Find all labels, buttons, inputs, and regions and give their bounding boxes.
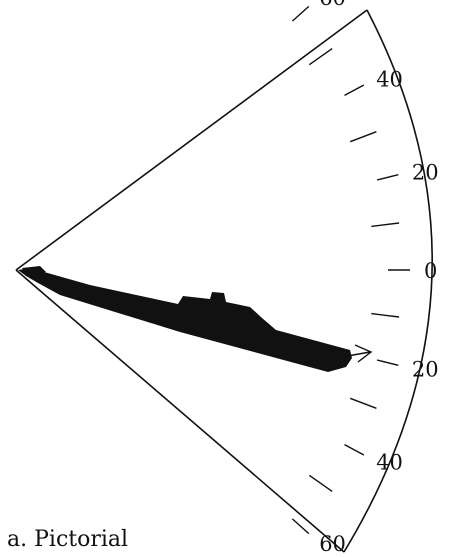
scale-major-tick [292,6,308,21]
scale-major-tick [377,360,398,365]
submarine-icon [18,266,352,372]
scale-label: 40 [376,68,403,92]
scale-label: 60 [319,0,346,10]
scale-minor-tick [371,223,399,226]
scale-major-tick [292,519,308,534]
scale-major-tick [345,85,364,95]
scale-minor-tick [309,475,332,491]
scale-label: 60 [319,532,346,556]
scale-label: 20 [412,160,439,184]
scale-minor-tick [350,398,376,408]
sector-upper-edge [16,10,367,270]
scale-label: 20 [412,358,439,382]
scale-minor-tick [371,314,399,317]
figure-caption: a. Pictorial [7,527,128,552]
scale-major-tick [345,445,364,455]
scale-minor-tick [350,132,376,142]
scale-labels: 60 40 20 0 20 40 60 [319,0,438,556]
scale-label: 0 [424,259,437,283]
scale-label: 40 [376,451,403,475]
scale-major-tick [377,175,398,180]
